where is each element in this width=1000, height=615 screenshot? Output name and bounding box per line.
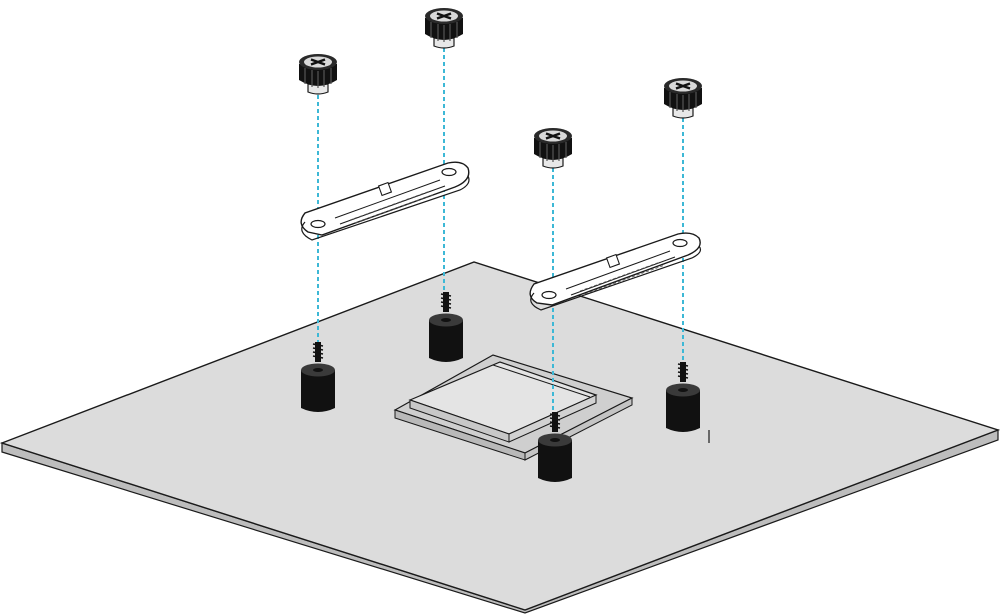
thumb-screw-back-right [662,76,704,120]
cpu-chip-seam [492,364,591,398]
mounting-bracket-right [529,232,702,311]
thumb-screw-back-left [423,6,465,50]
thumb-screw-front-right [532,126,574,170]
mounting-bracket-left [300,161,470,241]
thumb-screw-left [297,52,339,96]
